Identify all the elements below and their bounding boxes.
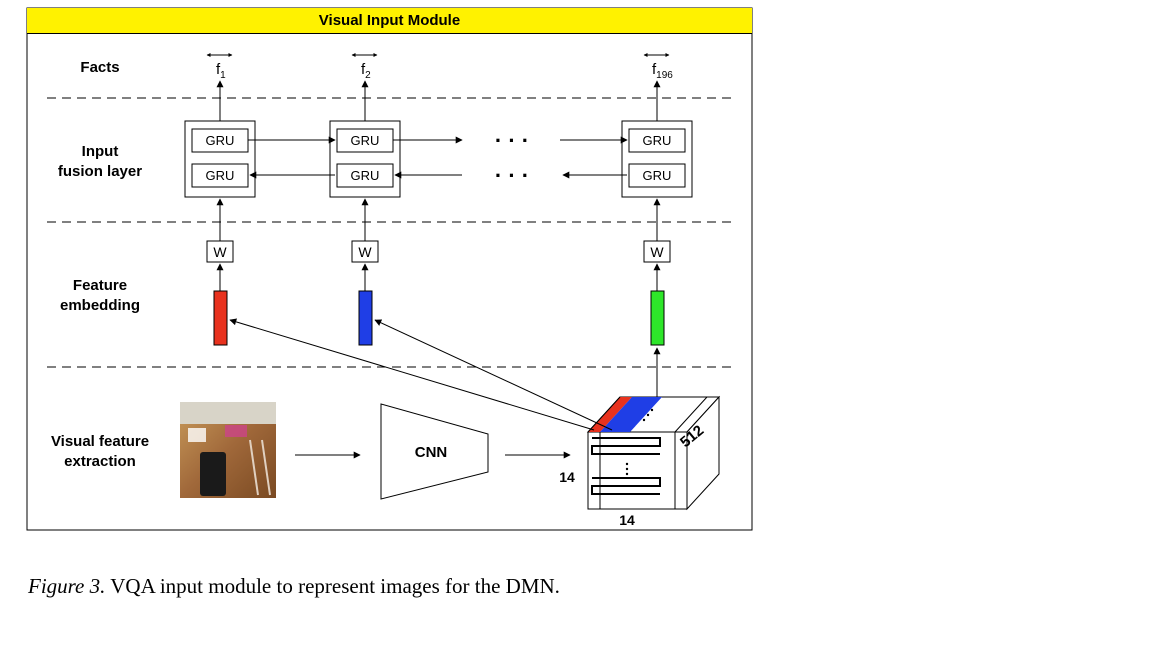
- grid-to-vector-arrow: [229, 318, 595, 431]
- embedding-vector-red: [213, 290, 228, 346]
- gru-label: GRU: [206, 168, 235, 183]
- module-title: Visual Input Module: [27, 8, 752, 34]
- gru-backward-box: [628, 163, 686, 188]
- gru-cell-196: [621, 120, 693, 198]
- ellipsis: · · ·: [495, 128, 529, 153]
- cnn-block: [380, 403, 489, 500]
- w-label: W: [213, 244, 227, 260]
- gru-backward-box: [336, 163, 394, 188]
- embedding-vector-green: [650, 290, 665, 346]
- gru-label: GRU: [351, 168, 380, 183]
- feature-grid-cube: [586, 395, 721, 511]
- gru-label: GRU: [643, 168, 672, 183]
- row-label-input-fusion: Input fusion layer: [57, 143, 143, 180]
- embedding-vector-blue: [358, 290, 373, 346]
- input-photo: [180, 402, 276, 498]
- gru-label: GRU: [206, 133, 235, 148]
- grid-height-label: 14: [559, 469, 575, 485]
- figure-caption: Figure 3. VQA input module to represent …: [28, 574, 560, 598]
- top-strip-red: [588, 397, 632, 432]
- fact-f196: f196: [652, 61, 673, 81]
- gru-backward-box: [191, 163, 249, 188]
- row-label-visual-feature: Visual feature extraction: [50, 433, 150, 470]
- fact-f1: f1: [216, 61, 226, 81]
- grid-width-label: 14: [619, 512, 635, 528]
- gru-forward-box: [628, 128, 686, 153]
- row-label-facts: Facts: [80, 59, 120, 76]
- w-label: W: [358, 244, 372, 260]
- ellipsis: · · ·: [495, 163, 529, 188]
- gru-label: GRU: [643, 133, 672, 148]
- w-label: W: [650, 244, 664, 260]
- fact-f2: f2: [361, 61, 371, 81]
- top-strip-blue: [600, 397, 662, 432]
- row-label-feature-embedding: Feature embedding: [59, 277, 140, 314]
- gru-cell-2: [329, 120, 401, 198]
- grid-to-vector-arrow: [374, 319, 613, 431]
- cnn-label: CNN: [415, 444, 448, 461]
- gru-cell-1: [184, 120, 256, 198]
- gru-label: GRU: [351, 133, 380, 148]
